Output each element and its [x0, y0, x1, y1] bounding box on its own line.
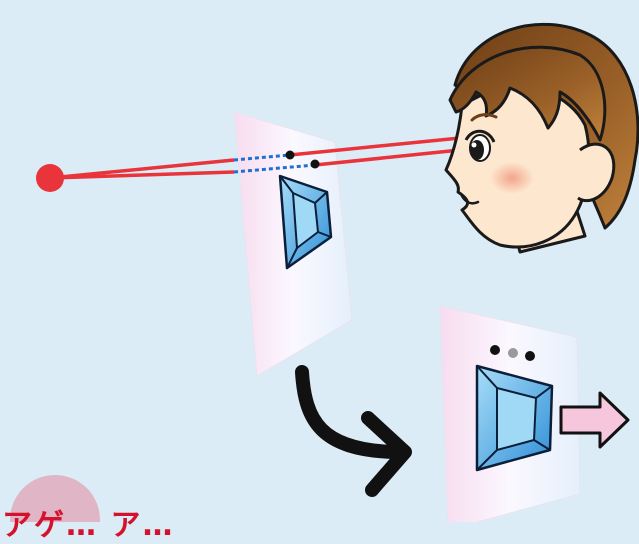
panel-dot-right	[525, 351, 535, 361]
right-gem	[475, 364, 554, 472]
focus-point	[36, 164, 64, 192]
girl-head	[444, 22, 639, 254]
curved-arrow-head	[361, 411, 412, 497]
background-circle	[10, 475, 100, 522]
left-eye-dot	[285, 150, 295, 160]
left-gem	[278, 174, 333, 270]
panel-dot-middle	[508, 348, 518, 358]
panel-dot-left	[490, 345, 500, 355]
stereo-diagram	[10, 22, 639, 522]
right-eye-dot	[310, 159, 320, 169]
pink-arrow	[559, 391, 630, 449]
curved-arrow	[295, 365, 402, 459]
sight-lines	[49, 136, 461, 180]
cut-caption: アゲ… ア…	[2, 508, 175, 543]
